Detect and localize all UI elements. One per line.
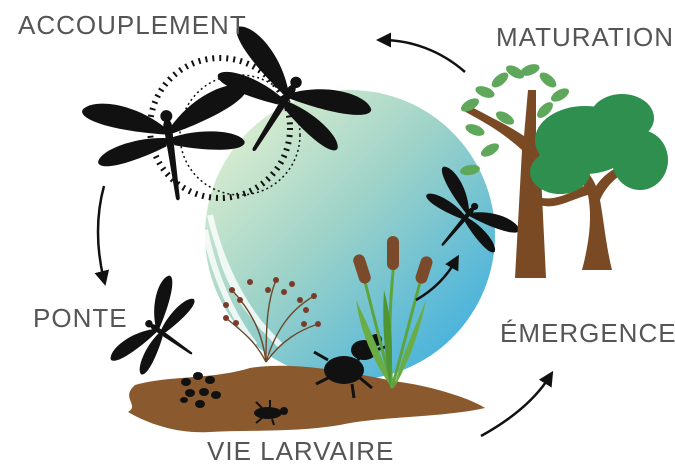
stage-label-emergence: ÉMERGENCE	[500, 318, 675, 348]
arrow-icon	[415, 254, 459, 302]
stage-label-vie-larvaire: VIE LARVAIRE	[207, 436, 395, 466]
arrow-icon	[480, 370, 554, 438]
arrow-icon	[94, 185, 110, 286]
tree-icon	[460, 64, 668, 278]
larva-icon	[254, 400, 288, 426]
stage-label-ponte: PONTE	[33, 303, 128, 333]
arrow-icon	[376, 32, 466, 73]
water-plant-icon	[223, 277, 321, 363]
cattail-icon	[353, 236, 433, 389]
stage-label-maturation: MATURATION	[496, 22, 675, 52]
mating-ring	[147, 55, 301, 201]
stage-label-accouplement: ACCOUPLEMENT	[18, 10, 247, 40]
cycle-arrows	[94, 32, 554, 438]
nymph-icon	[313, 334, 389, 399]
eggs-icon	[180, 372, 221, 408]
